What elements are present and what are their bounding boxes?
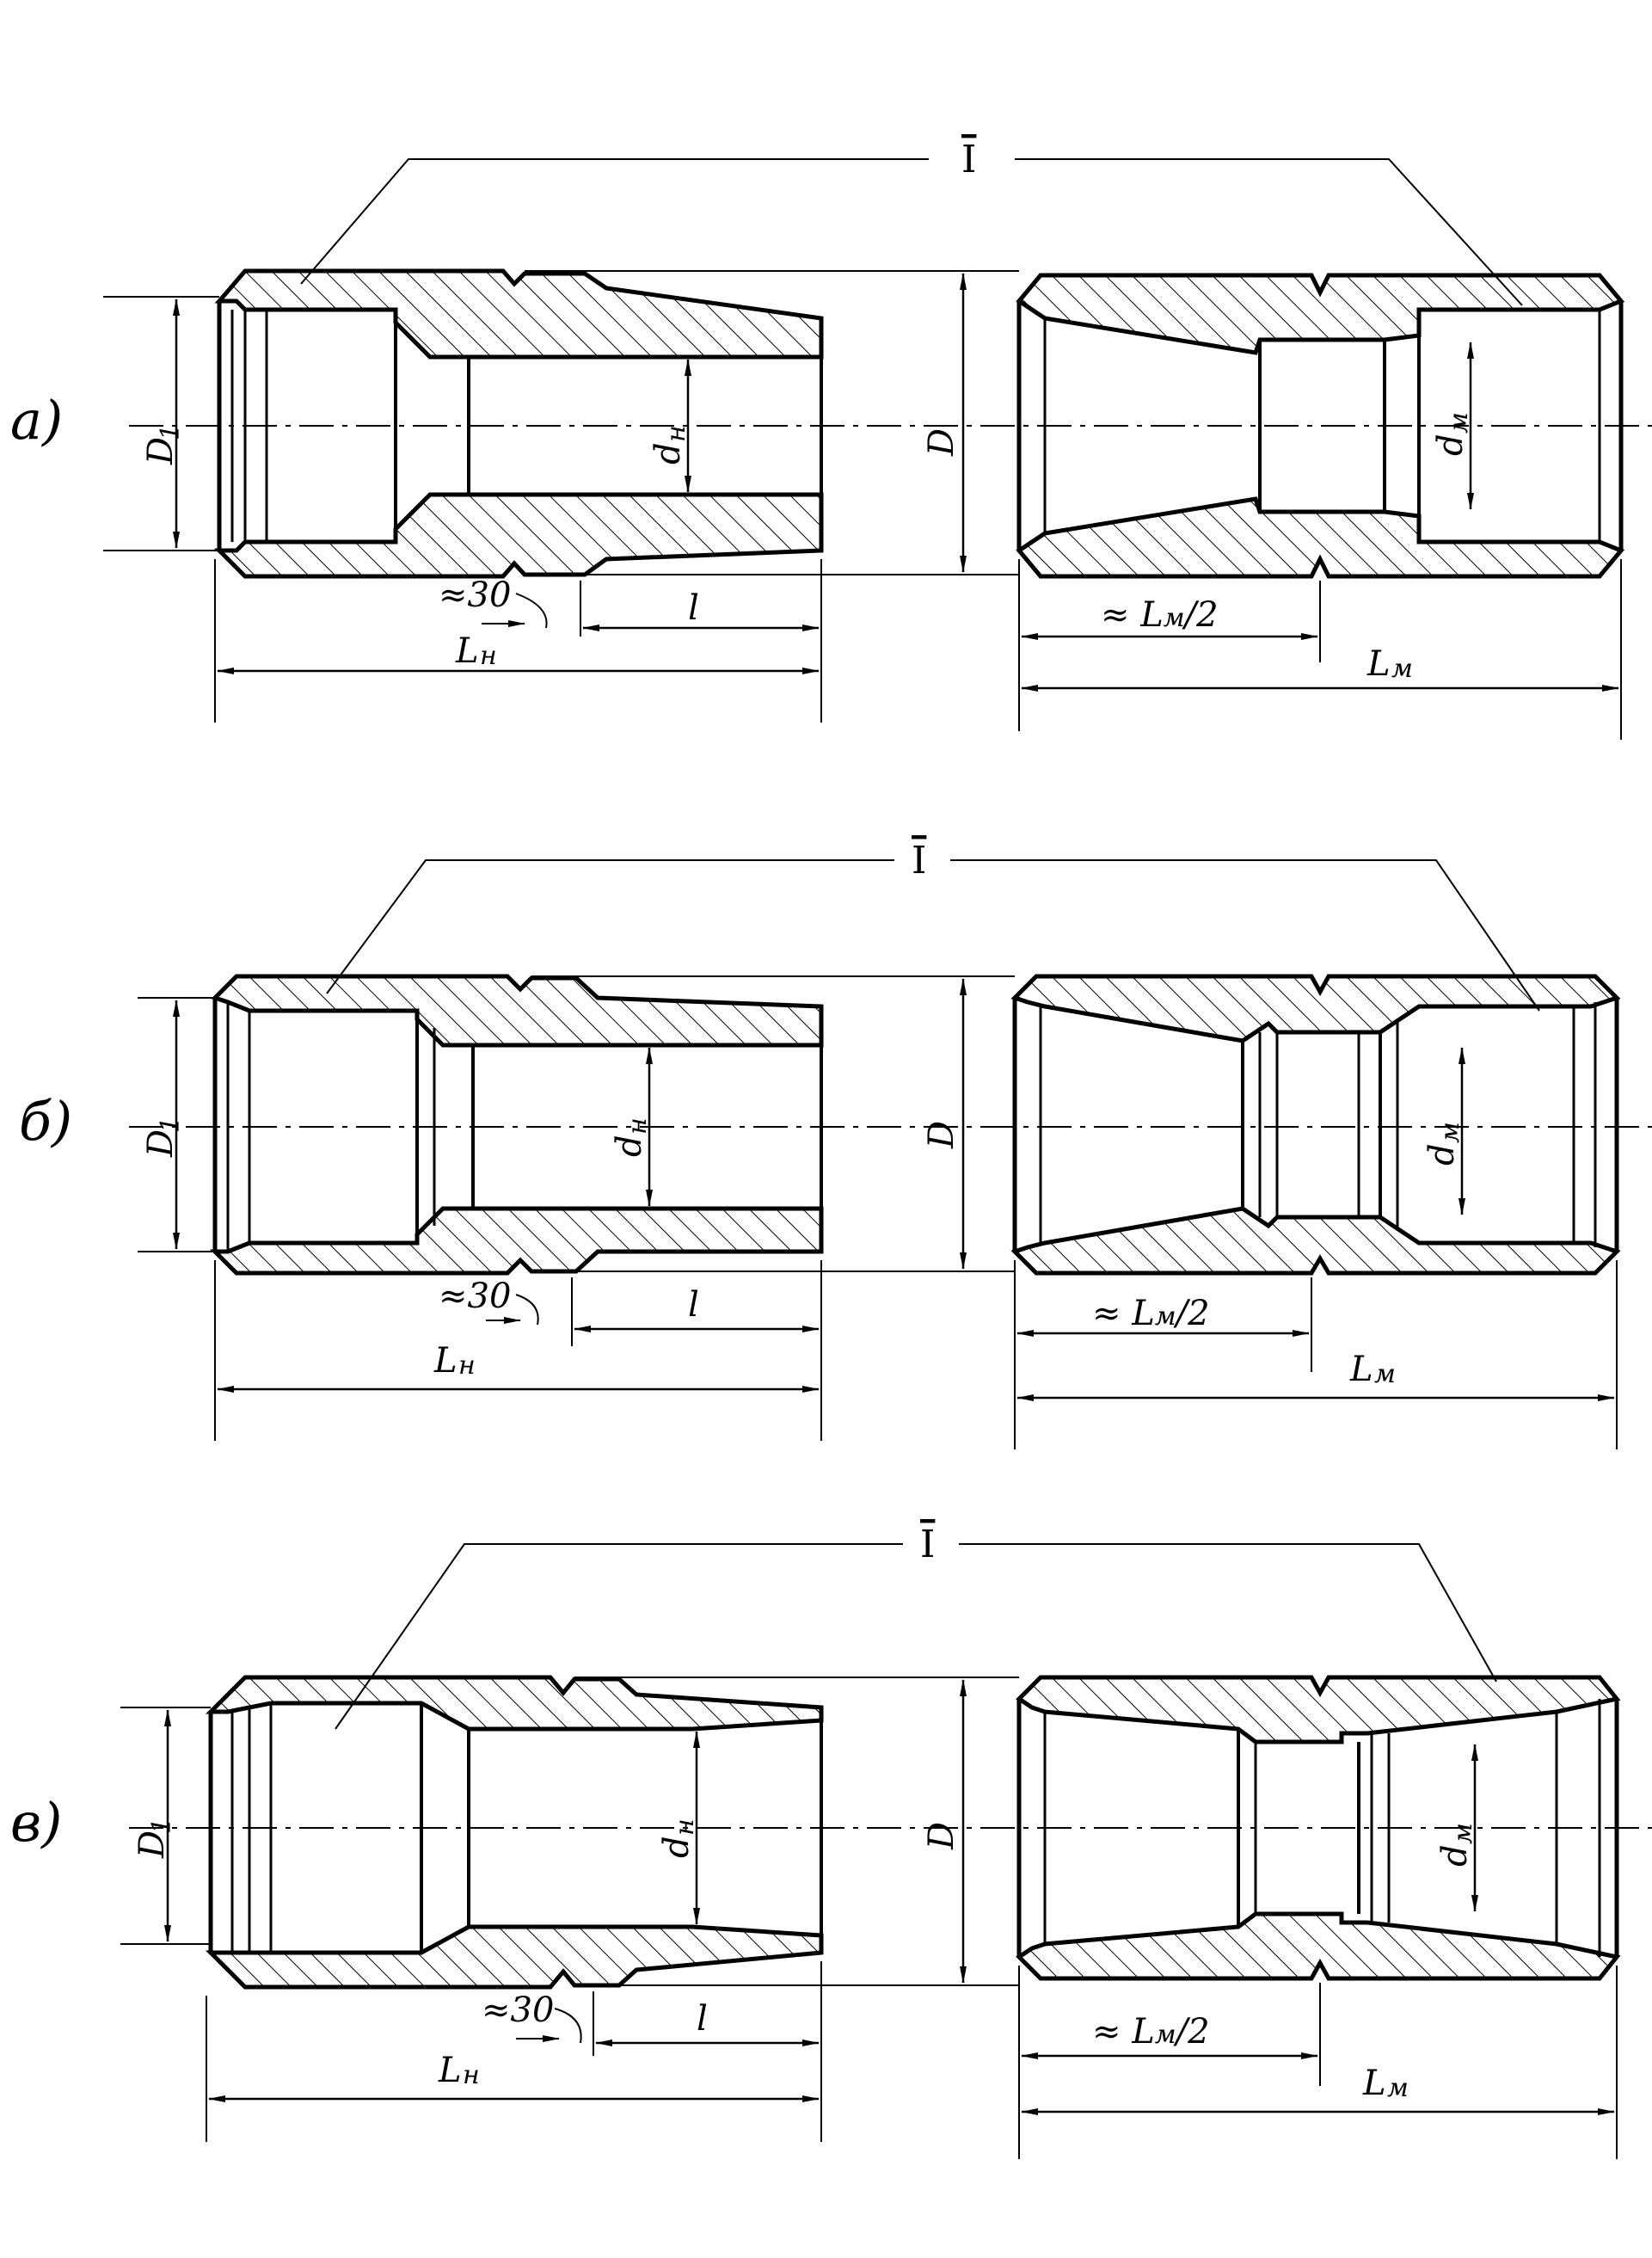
view-label: б)	[19, 1090, 72, 1153]
view-label: а)	[10, 389, 63, 452]
dim-label-l: l	[688, 1285, 699, 1325]
dim-label-D1: D	[141, 1129, 181, 1158]
svg-text:м: м	[1444, 412, 1474, 434]
dim-label-l: l	[688, 588, 699, 628]
view-label: в)	[10, 1791, 62, 1854]
callout-leader	[335, 1543, 903, 1730]
dim-label-half-Lm: ≈ Lм/2	[1092, 1294, 1210, 1333]
svg-text:н: н	[661, 425, 691, 442]
dim-label-half-Lm: ≈ Lм/2	[1092, 2012, 1210, 2052]
callout-label: I	[912, 839, 926, 883]
nipple-bottom-wall	[213, 492, 824, 579]
dim-label-Lm: L	[1349, 1350, 1373, 1389]
dim-label-l: l	[697, 1999, 708, 2039]
svg-text:1: 1	[147, 1818, 177, 1834]
svg-text:н: н	[463, 2060, 480, 2090]
dim-label-dn: d	[648, 442, 688, 465]
coupling-part	[1016, 273, 1625, 579]
svg-text:м: м	[1448, 1823, 1478, 1844]
callout-leader	[300, 158, 929, 285]
dim-label-D: D	[922, 1121, 961, 1149]
dim-label-Lm: L	[1362, 2064, 1386, 2103]
callout-leader	[959, 1543, 1497, 1683]
nipple-part	[205, 1675, 824, 1990]
dim-label-D1: D	[132, 1830, 172, 1859]
coupling-top-wall	[1010, 974, 1621, 1043]
svg-text:н: н	[623, 1117, 653, 1135]
view-a: а) I	[10, 138, 1652, 740]
callout-label: I	[920, 1523, 935, 1566]
dim-label-dm: d	[1431, 434, 1471, 456]
dim-label-dm: d	[1422, 1143, 1462, 1166]
nipple-top-wall	[211, 974, 824, 1048]
coupling-bottom-wall	[1016, 496, 1625, 579]
callout-leader	[1015, 158, 1523, 306]
dim-label-D1: D	[141, 437, 181, 465]
svg-text:м: м	[1391, 654, 1413, 684]
svg-text:н: н	[670, 1818, 700, 1836]
svg-text:м: м	[1435, 1122, 1465, 1143]
svg-text:н: н	[480, 641, 497, 671]
angle-arc	[515, 1294, 539, 1326]
angle-label: ≈30	[482, 1990, 554, 2030]
angle-arc	[515, 593, 548, 629]
callout-leader	[326, 859, 894, 994]
view-v: в) I	[10, 1523, 1652, 2159]
coupling-part	[1010, 974, 1621, 1276]
nipple-top-wall	[214, 268, 824, 360]
coupling-bottom-wall	[1016, 1911, 1621, 1981]
nipple-bottom-wall	[209, 1206, 824, 1276]
nipple-bottom-wall	[205, 1924, 824, 1990]
dim-label-D: D	[922, 428, 961, 457]
dim-label-half-Lm: ≈ Lм/2	[1101, 595, 1219, 635]
nipple-top-wall	[205, 1675, 824, 1732]
angle-label: ≈30	[439, 1277, 511, 1316]
dim-label-dn: d	[657, 1836, 697, 1858]
angle-label: ≈30	[439, 575, 511, 615]
coupling-part	[1016, 1675, 1621, 1981]
svg-text:н: н	[458, 1350, 476, 1381]
dim-label-D: D	[922, 1822, 961, 1850]
coupling-bottom-wall	[1010, 1206, 1621, 1276]
angle-arc	[554, 2008, 582, 2044]
coupling-top-wall	[1016, 273, 1625, 355]
dim-label-Ln: L	[455, 631, 479, 671]
dim-label-Lm: L	[1366, 644, 1391, 684]
dim-label-dm: d	[1435, 1844, 1475, 1867]
nipple-part	[213, 268, 824, 579]
svg-text:м: м	[1374, 1359, 1396, 1389]
dim-label-Ln: L	[433, 1341, 458, 1381]
dim-label-Ln: L	[438, 2051, 462, 2090]
svg-text:1: 1	[156, 1117, 186, 1133]
callout-label: I	[961, 138, 976, 182]
dim-label-dn: d	[610, 1135, 649, 1157]
view-b: б) I	[19, 839, 1652, 1449]
svg-text:1: 1	[156, 424, 186, 440]
svg-text:м: м	[1387, 2073, 1409, 2103]
coupling-top-wall	[1016, 1675, 1621, 1744]
nipple-part	[209, 974, 824, 1276]
callout-leader	[950, 859, 1540, 1012]
